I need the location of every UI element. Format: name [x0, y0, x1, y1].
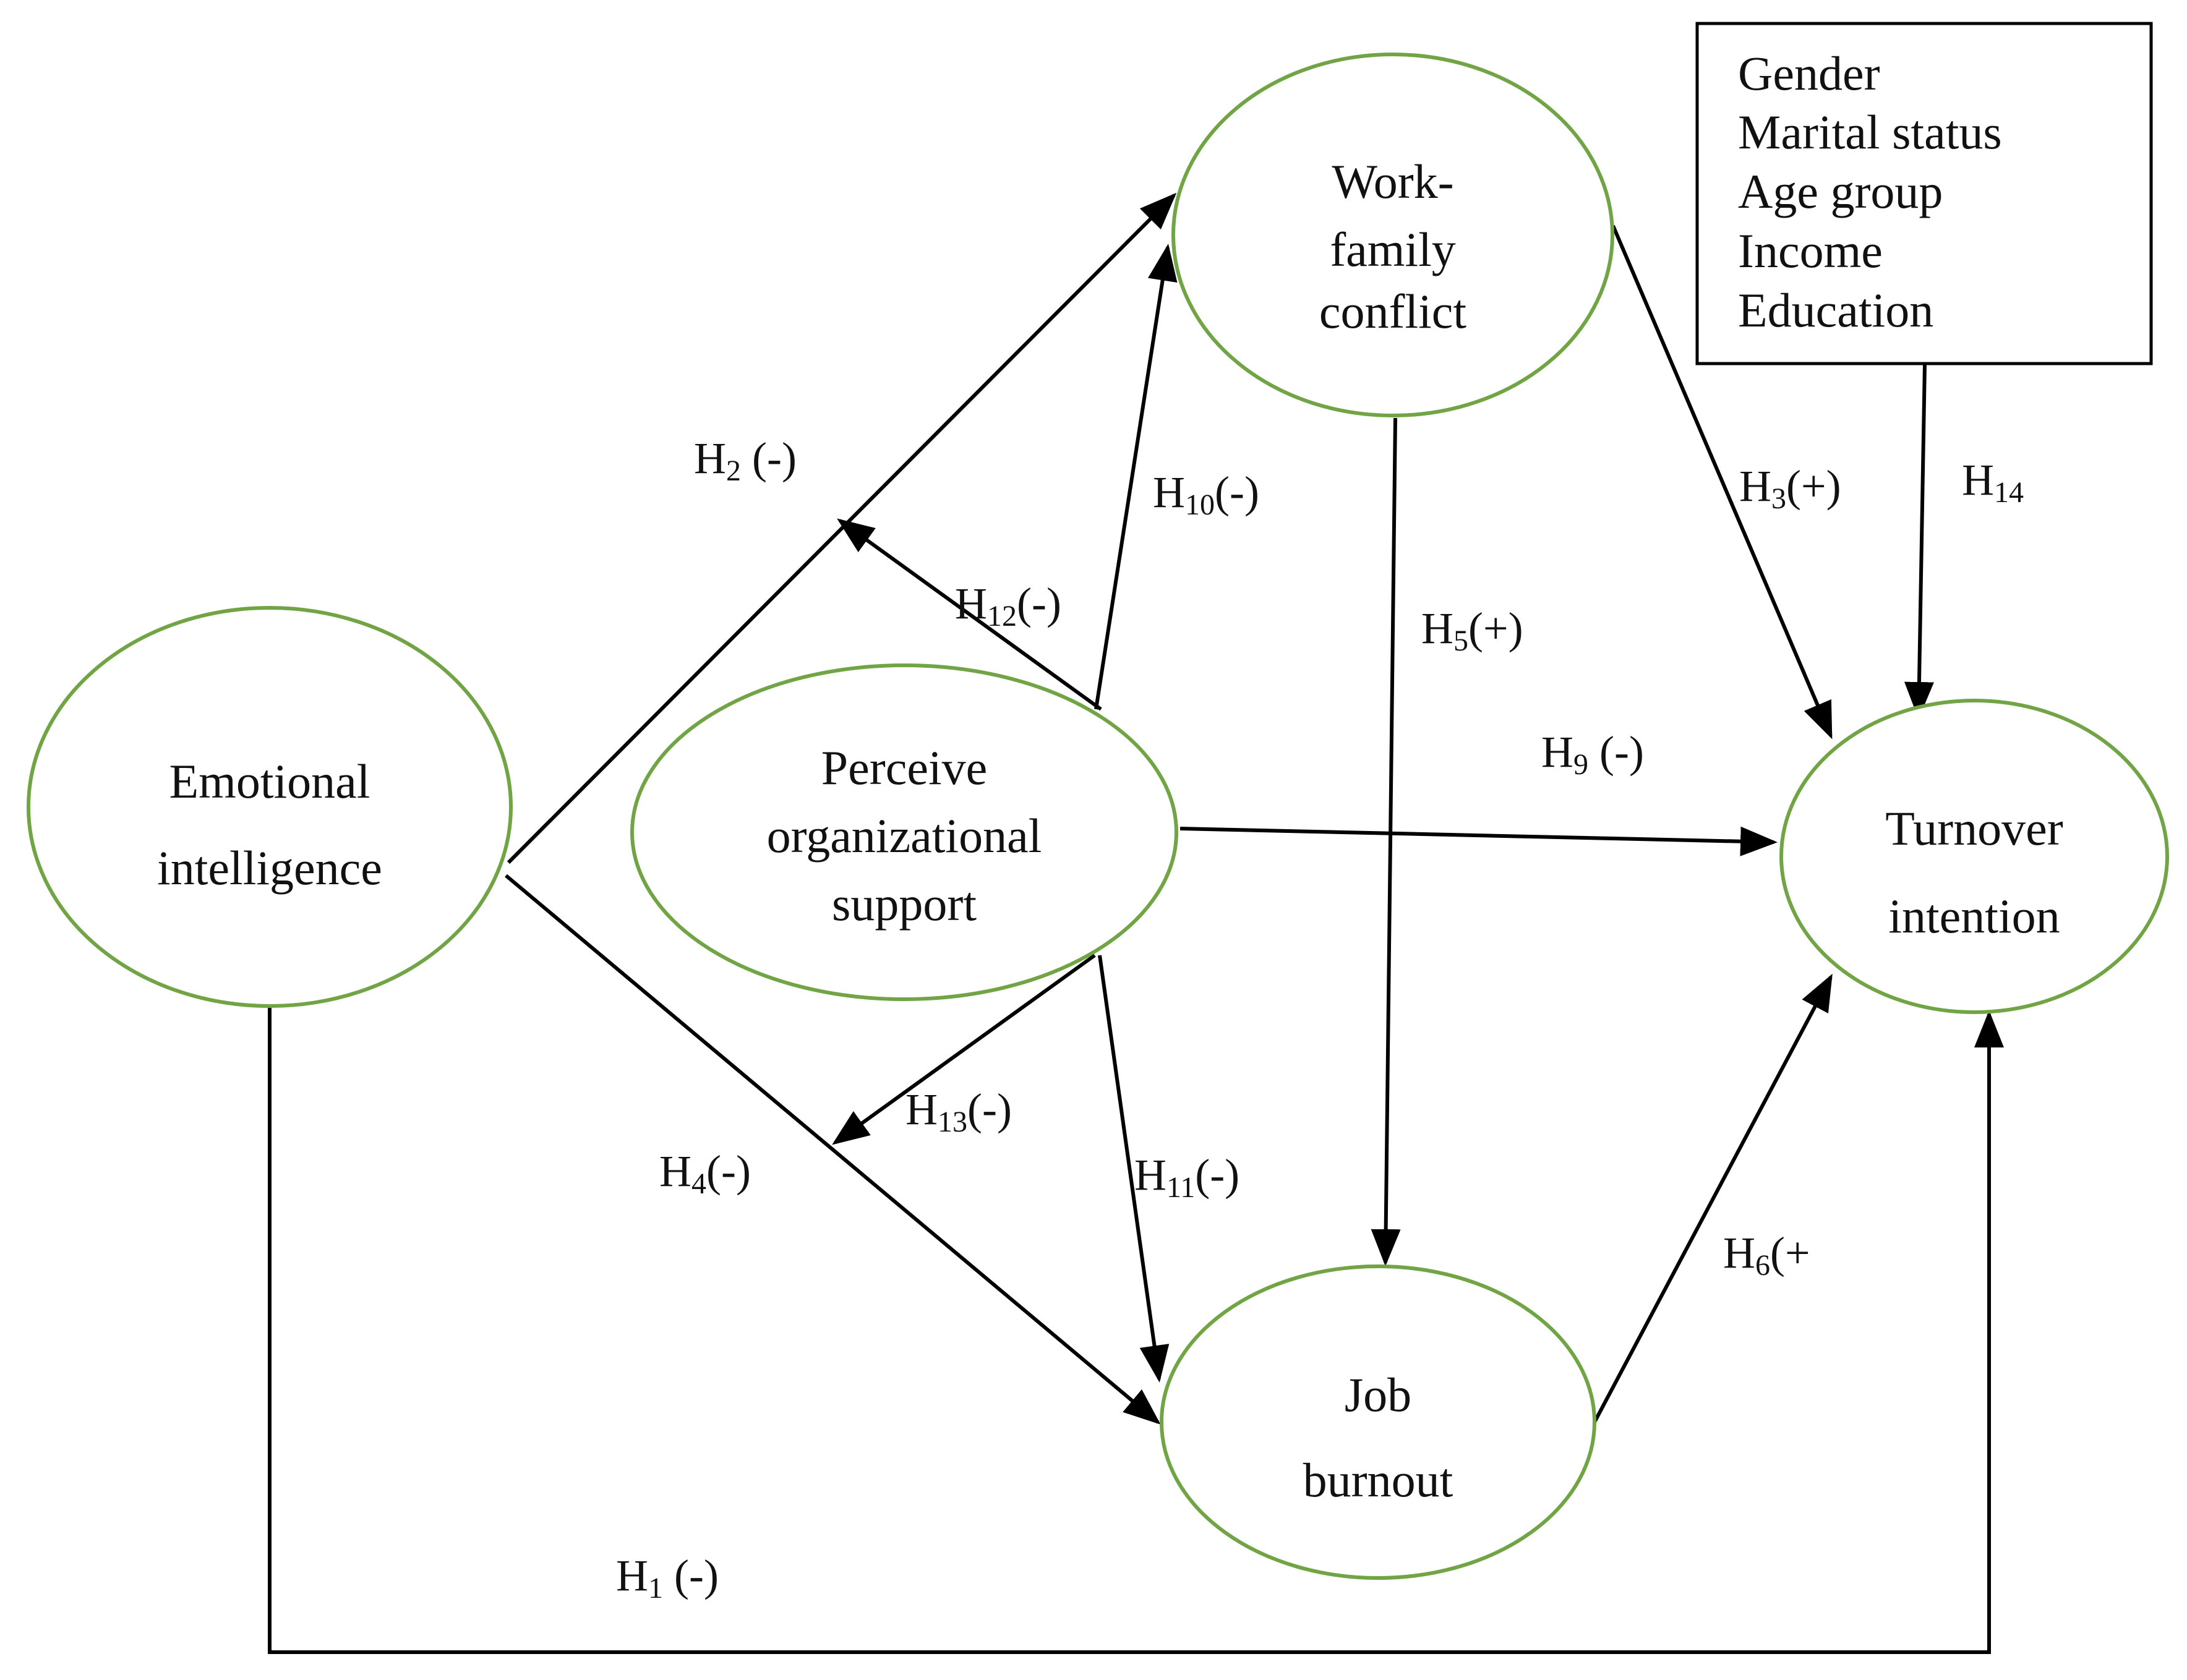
node-job-burnout: Job burnout	[1160, 1264, 1596, 1580]
label-h12: H12(-)	[955, 579, 1061, 633]
label-h1: H1 (-)	[616, 1551, 719, 1605]
edge-h13	[832, 953, 1096, 1145]
label-h6: H6(+	[1723, 1228, 1810, 1282]
edge-h1	[268, 1006, 2004, 1654]
node-label-line: Emotional	[169, 754, 370, 808]
control-variable: Marital status	[1738, 105, 2002, 159]
node-perceived-organizational-support: Perceive organizational support	[630, 663, 1178, 1001]
label-h13: H13(-)	[905, 1085, 1012, 1138]
node-label-line: family	[1330, 223, 1456, 276]
node-label-line: Job	[1345, 1368, 1411, 1422]
node-ellipse	[1779, 699, 2169, 1014]
label-h3: H3(+)	[1739, 461, 1841, 515]
node-ellipse	[1160, 1264, 1596, 1580]
control-variable: Gender	[1738, 46, 1880, 100]
edges	[268, 192, 2004, 1654]
node-work-family-conflict: Work- family conflict	[1171, 53, 1614, 417]
node-label-line: organizational	[767, 809, 1042, 863]
node-emotional-intelligence: Emotional intelligence	[27, 606, 513, 1008]
control-variable: Age group	[1738, 164, 1943, 218]
control-box-border	[1695, 22, 2153, 365]
edge-h5	[1371, 417, 1401, 1266]
control-variable: Income	[1738, 224, 1883, 278]
node-label-line: intelligence	[157, 841, 382, 895]
node-label-line: burnout	[1303, 1453, 1453, 1507]
edge-h9	[1179, 826, 1778, 856]
node-label-line: Perceive	[821, 741, 988, 795]
edge-h12	[837, 518, 1102, 711]
node-ellipse	[1171, 53, 1614, 417]
hypothesis-labels: H1 (-) H2 (-) H3(+) H4(-) H5(+) H6(+ H9 …	[616, 433, 2024, 1605]
edge-h3	[1611, 224, 1833, 740]
label-h4: H4(-)	[659, 1146, 751, 1200]
label-h9: H9 (-)	[1541, 727, 1644, 781]
label-h11: H11(-)	[1134, 1150, 1239, 1204]
node-turnover-intention: Turnover intention	[1779, 699, 2169, 1014]
control-variable: Education	[1738, 283, 1933, 337]
node-label-line: conflict	[1319, 284, 1467, 338]
edge-h11	[1098, 955, 1170, 1383]
node-label-line: Turnover	[1885, 801, 2063, 855]
node-label-line: intention	[1888, 889, 2060, 943]
edge-h10	[1094, 244, 1178, 710]
node-ellipse	[630, 663, 1178, 1001]
label-h5: H5(+)	[1421, 603, 1523, 657]
node-label-line: support	[832, 877, 977, 931]
edge-h14	[1904, 364, 1934, 719]
edge-h4	[505, 874, 1161, 1425]
edge-h6	[1593, 973, 1833, 1423]
node-label-line: Work-	[1332, 155, 1453, 208]
node-ellipse	[27, 606, 513, 1008]
label-h14: H14	[1962, 455, 2024, 509]
control-variables-box: Gender Marital status Age group Income E…	[1695, 22, 2153, 365]
label-h2: H2 (-)	[694, 433, 797, 487]
label-h10: H10(-)	[1153, 467, 1259, 521]
